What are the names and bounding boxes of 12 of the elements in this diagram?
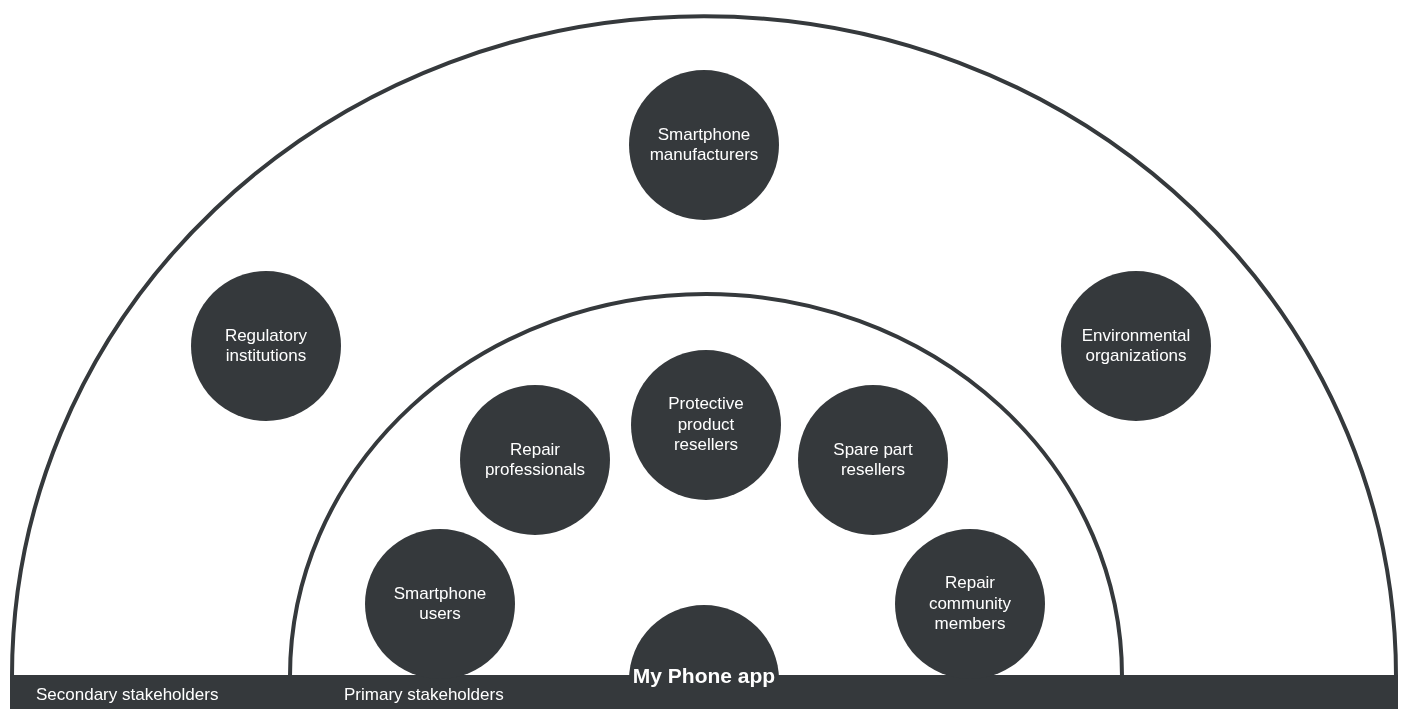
stakeholder-name: Environmental organizations: [1080, 325, 1192, 367]
app-name: My Phone app: [631, 664, 777, 688]
stakeholder-name: Regulatory institutions: [223, 325, 309, 367]
ring-label: Secondary stakeholders: [36, 685, 219, 705]
stakeholder-name: Repair professionals: [483, 439, 587, 481]
ring-label: Primary stakeholders: [344, 685, 504, 705]
stakeholder-name: Smartphone users: [392, 583, 488, 625]
stakeholder-name: Protective product resellers: [667, 394, 745, 456]
stakeholder-ring: [10, 14, 1398, 709]
stakeholder-name: Spare part resellers: [832, 439, 914, 481]
stakeholder-name: Repair community members: [927, 573, 1013, 635]
stakeholder-name: Smartphone manufacturers: [648, 124, 760, 166]
